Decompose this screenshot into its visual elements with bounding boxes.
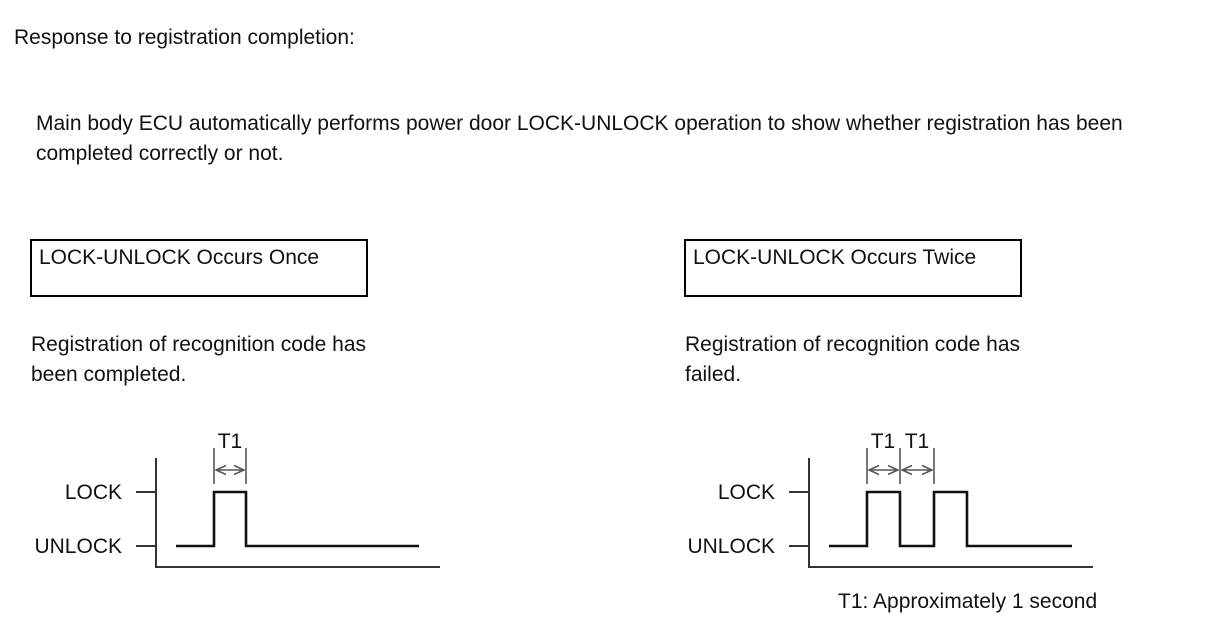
once-label-box: LOCK-UNLOCK Occurs Once (30, 239, 368, 297)
once-lock-level-label: LOCK (65, 481, 122, 504)
t1-footnote: T1: Approximately 1 second (838, 590, 1098, 613)
once-result-line-1: Registration of recognition code has (31, 333, 367, 356)
twice-box-label: LOCK-UNLOCK Occurs Twice (693, 246, 977, 269)
twice-timing-diagram: LOCK UNLOCK T1 T1 (687, 430, 1093, 568)
once-waveform (176, 490, 419, 548)
once-unlock-level-label: UNLOCK (34, 535, 122, 558)
twice-result-text: Registration of recognition code has fai… (685, 330, 1020, 390)
description-paragraph: Main body ECU automatically performs pow… (36, 112, 1123, 165)
twice-label-box: LOCK-UNLOCK Occurs Twice (684, 239, 1022, 297)
once-timing-diagram: LOCK UNLOCK T1 (34, 430, 440, 568)
twice-t1-label-first: T1 (871, 430, 896, 453)
twice-t1-label-second: T1 (905, 430, 930, 453)
twice-lock-level-label: LOCK (718, 481, 775, 504)
once-box-label: LOCK-UNLOCK Occurs Once (39, 246, 320, 269)
once-t1-label: T1 (218, 430, 243, 453)
twice-unlock-level-label: UNLOCK (687, 535, 775, 558)
section-heading: Response to registration completion: (14, 26, 355, 49)
twice-result-line-2: failed. (685, 363, 742, 386)
twice-waveform (829, 490, 1072, 548)
once-result-text: Registration of recognition code has bee… (31, 330, 366, 390)
twice-result-line-1: Registration of recognition code has (685, 333, 1021, 356)
once-result-line-2: been completed. (31, 363, 187, 386)
